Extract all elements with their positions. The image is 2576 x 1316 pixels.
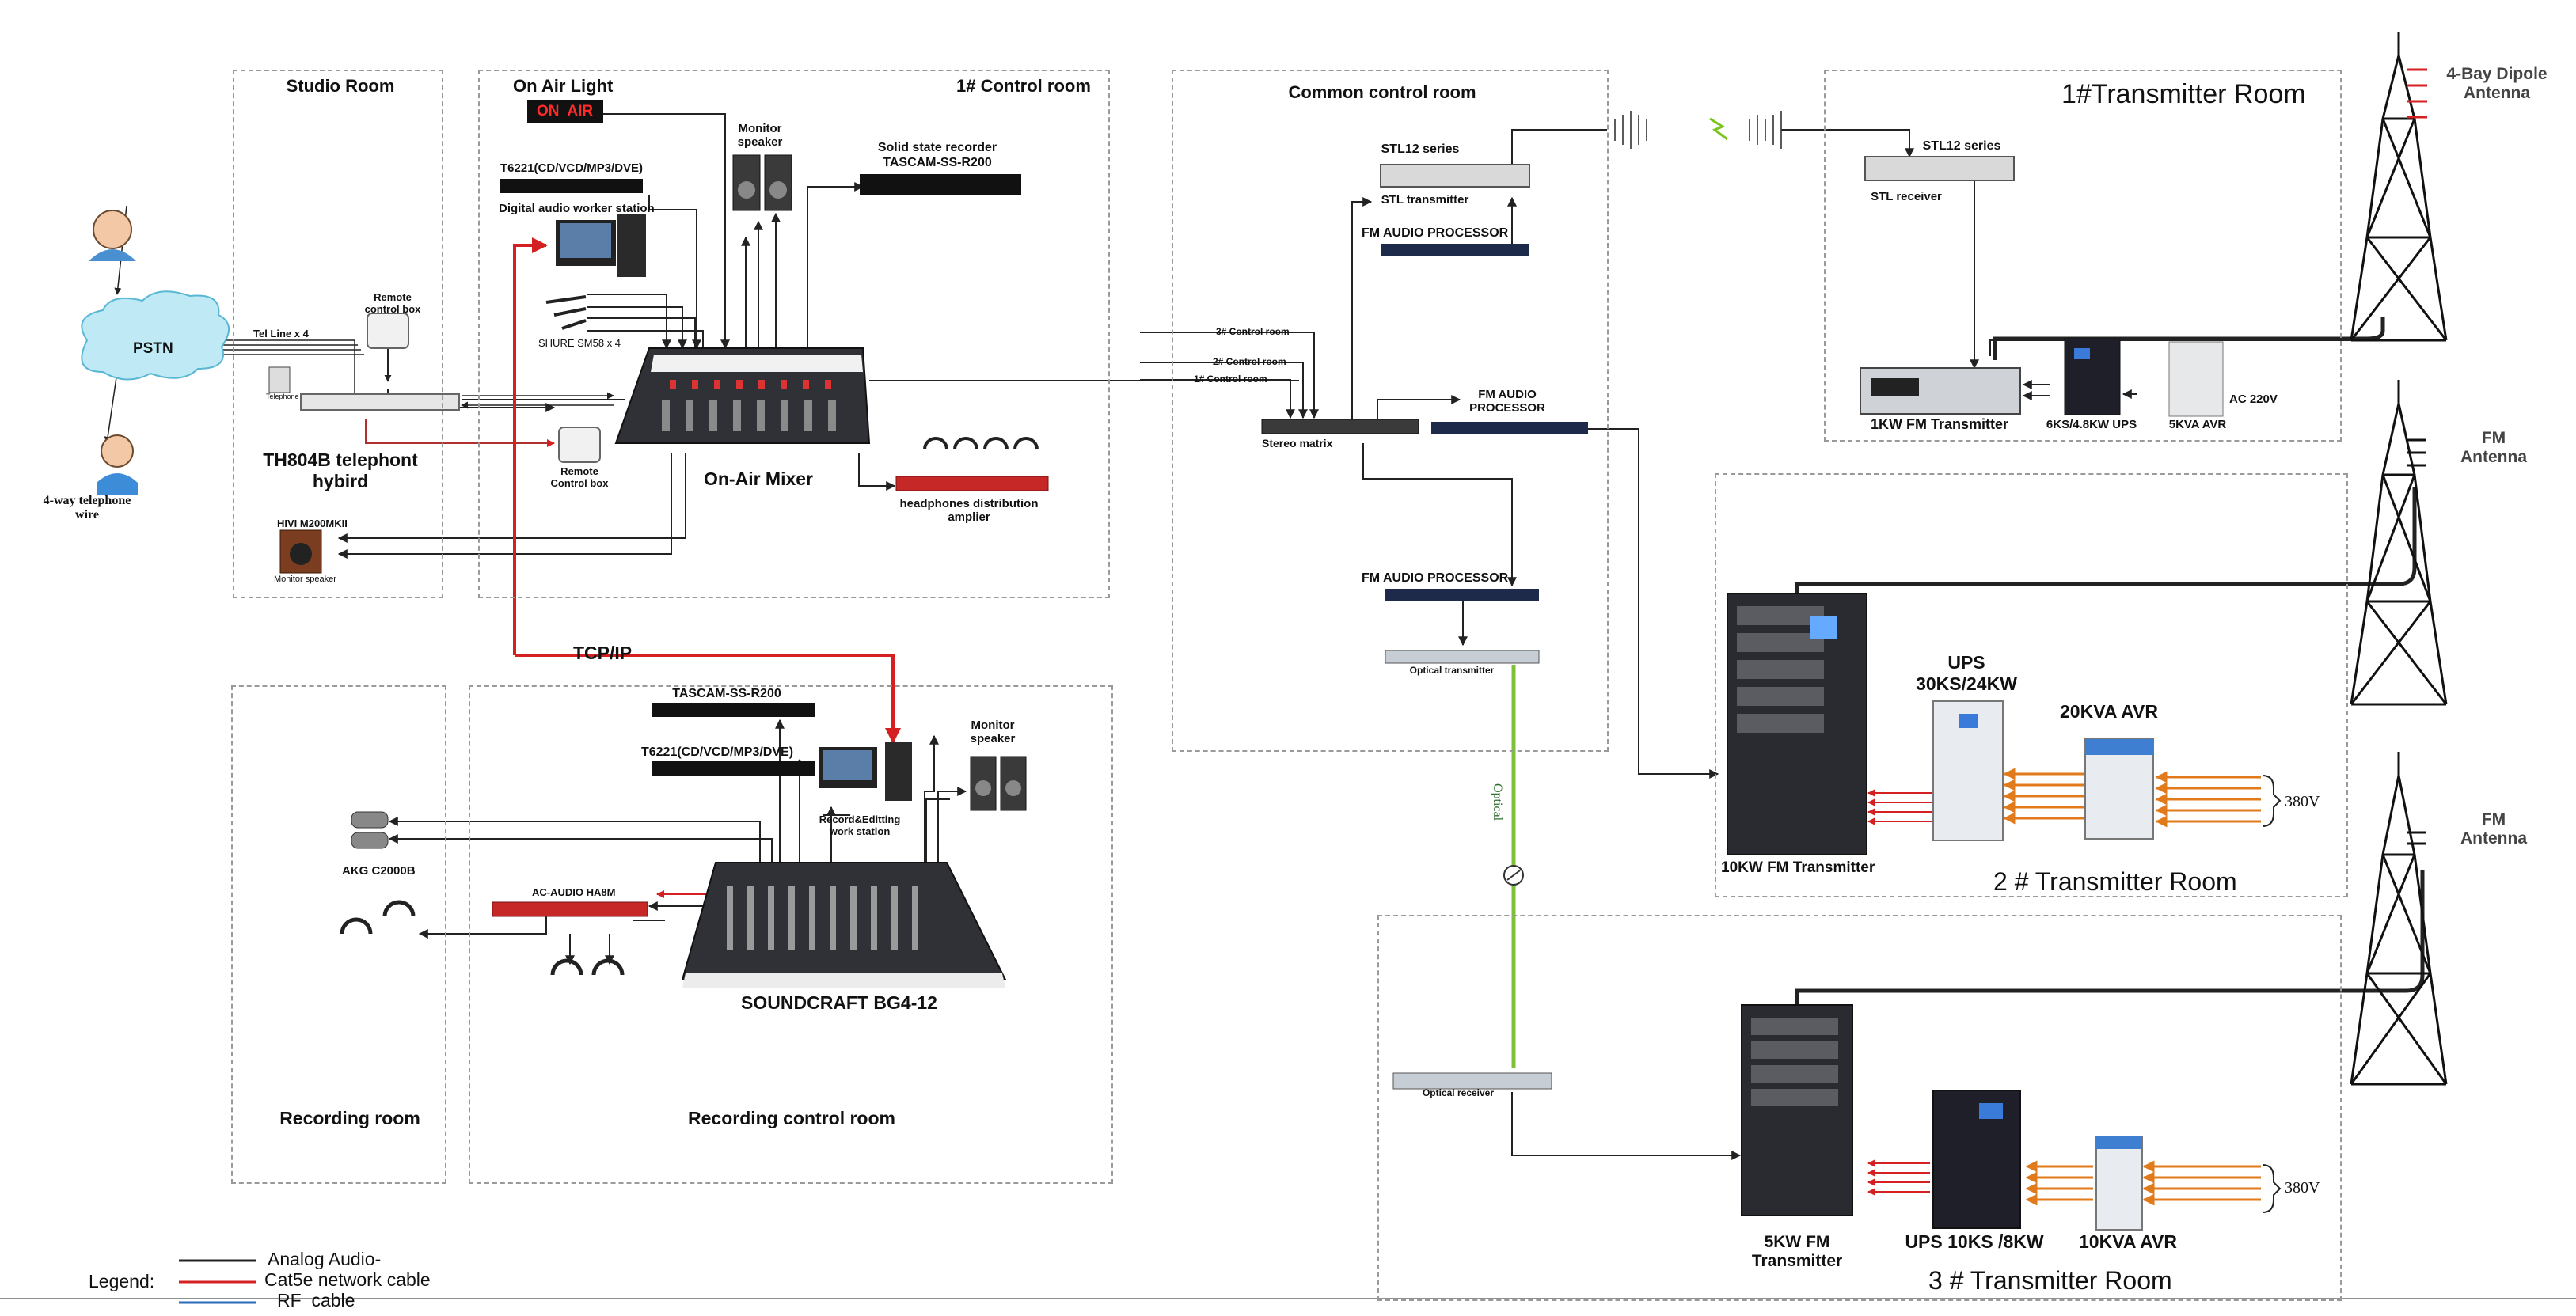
ac220-label: AC 220V bbox=[2229, 393, 2278, 406]
tx-10kw-label: 10KW FM Transmitter bbox=[1721, 859, 1875, 876]
control-room-2-input-label: 2# Control room bbox=[1213, 356, 1286, 367]
legend-rf: RF cable bbox=[277, 1290, 355, 1310]
optical-label: Optical bbox=[1491, 783, 1504, 821]
transmitter-room-1-box bbox=[1824, 70, 2342, 442]
remote-box-bottom-label: Remote Control box bbox=[550, 465, 609, 489]
on-air-mixer-label: On-Air Mixer bbox=[703, 468, 814, 489]
stereo-matrix-label: Stereo matrix bbox=[1262, 437, 1333, 449]
room-title-common: Common control room bbox=[1288, 82, 1476, 102]
tascam-rec-label: TASCAM-SS-R200 bbox=[672, 687, 781, 700]
room-title-recording: Recording room bbox=[279, 1108, 420, 1128]
monitor-speaker-label: Monitor speaker bbox=[737, 122, 783, 149]
record-ws-label: Record&Editting work station bbox=[819, 813, 901, 837]
ups-10ks-label: UPS 10KS /8KW bbox=[1905, 1231, 2044, 1252]
ups-6ks-label: 6KS/4.8KW UPS bbox=[2046, 418, 2137, 431]
on-air-light-label: On Air Light bbox=[513, 76, 614, 96]
transmitter-room-3-box bbox=[1377, 915, 2342, 1301]
room-title-recording-control: Recording control room bbox=[688, 1108, 895, 1128]
room-title-tx-3: 3 # Transmitter Room bbox=[1928, 1266, 2172, 1295]
avr-10kva-label: 10KVA AVR bbox=[2079, 1231, 2177, 1252]
voltage-380-label-1: 380V bbox=[2285, 793, 2320, 810]
akg-label: AKG C2000B bbox=[342, 864, 416, 878]
telephone-label: Telephone bbox=[266, 393, 299, 400]
stl-transmitter-label: STL transmitter bbox=[1381, 193, 1469, 207]
monitor-speaker-small-label: Monitor speaker bbox=[274, 575, 336, 584]
tx-1kw-label: 1KW FM Transmitter bbox=[1870, 416, 2009, 432]
ups-30ks-label: UPS 30KS/24KW bbox=[1916, 652, 2017, 694]
fm-processor-3-label: FM AUDIO PROCESSOR bbox=[1362, 571, 1509, 585]
solid-state-recorder-label: Solid state recorder bbox=[877, 141, 997, 154]
control-room-3-input-label: 3# Control room bbox=[1216, 326, 1290, 337]
legend-cat5e: Cat5e network cable bbox=[264, 1269, 431, 1290]
legend-analog: Analog Audio- bbox=[268, 1249, 382, 1269]
remote-box-top-label: Remote control box bbox=[364, 291, 421, 315]
t6221-rec-label: T6221(CD/VCD/MP3/DVE) bbox=[640, 745, 794, 759]
fm-antenna-1-label: FM Antenna bbox=[2460, 429, 2527, 466]
control-room-1-box bbox=[478, 70, 1110, 598]
dipole-antenna-label: 4-Bay Dipole Antenna bbox=[2446, 65, 2548, 102]
on-air-sign-text: ON AIR bbox=[537, 103, 594, 119]
recording-control-room-box bbox=[469, 685, 1113, 1184]
optical-transmitter-label: Optical transmitter bbox=[1409, 665, 1495, 676]
shure-label: SHURE SM58 x 4 bbox=[538, 337, 621, 349]
t6221-label: T6221(CD/VCD/MP3/DVE) bbox=[500, 161, 644, 175]
common-control-room-box bbox=[1172, 70, 1609, 752]
room-title-tx-2: 2 # Transmitter Room bbox=[1993, 867, 2237, 896]
hivi-label: HIVI M200MKII bbox=[277, 518, 348, 529]
room-title-studio: Studio Room bbox=[286, 76, 395, 96]
tx-5kw-label: 5KW FM Transmitter bbox=[1751, 1233, 1843, 1270]
monitor-speaker-rec-label: Monitor speaker bbox=[970, 719, 1016, 745]
soundcraft-label: SOUNDCRAFT BG4-12 bbox=[741, 992, 937, 1013]
pstn-label: PSTN bbox=[133, 340, 173, 357]
room-title-tx-1: 1#Transmitter Room bbox=[2061, 79, 2306, 109]
tel-line-label: Tel Line x 4 bbox=[253, 328, 309, 339]
fm-processor-1-label: FM AUDIO PROCESSOR bbox=[1362, 226, 1509, 240]
ac-audio-label: AC-AUDIO HA8M bbox=[532, 886, 616, 898]
control-room-1-input-label: 1# Control room bbox=[1194, 374, 1267, 385]
tcpip-label: TCP/IP bbox=[573, 643, 633, 663]
stl12-tx-series-label: STL12 series bbox=[1381, 142, 1460, 156]
headphones-amp-label: headphones distribution amplier bbox=[899, 497, 1039, 524]
four-way-label: 4-way telephone wire bbox=[43, 494, 131, 521]
fm-processor-2-label: FM AUDIO PROCESSOR bbox=[1469, 388, 1545, 415]
stl-receiver-label: STL receiver bbox=[1871, 190, 1942, 203]
on-air-sign-box bbox=[527, 100, 603, 123]
stl12-rx-series-label: STL12 series bbox=[1922, 139, 2001, 153]
optical-receiver-label: Optical receiver bbox=[1422, 1087, 1495, 1098]
legend-title: Legend: bbox=[89, 1271, 155, 1291]
fm-antenna-2-label: FM Antenna bbox=[2460, 810, 2527, 848]
recording-room-box bbox=[231, 685, 446, 1184]
avr-20kva-label: 20KVA AVR bbox=[2060, 701, 2158, 722]
voltage-380-label-2: 380V bbox=[2285, 1179, 2320, 1197]
studio-room-box bbox=[233, 70, 443, 598]
transmitter-room-2-box bbox=[1715, 473, 2348, 897]
room-title-control-1: 1# Control room bbox=[956, 76, 1091, 96]
daws-label: Digital audio worker station bbox=[499, 202, 655, 215]
solid-state-recorder-model: TASCAM-SS-R200 bbox=[883, 156, 992, 169]
avr-5kva-label: 5KVA AVR bbox=[2168, 418, 2227, 431]
th804b-label: TH804B telephont hybird bbox=[263, 449, 418, 491]
